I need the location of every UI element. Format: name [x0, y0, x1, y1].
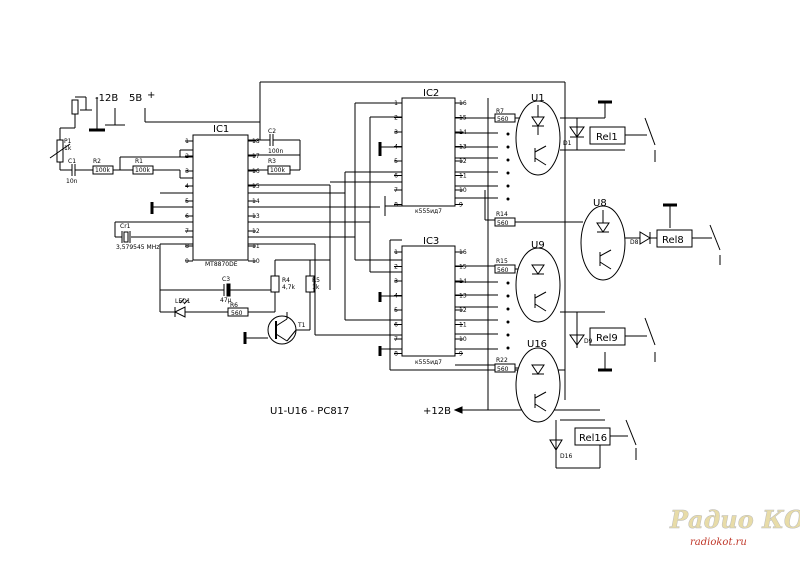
r6-name: R6 [230, 302, 238, 309]
c1-name: C1 [68, 158, 76, 165]
r22-name: R22 [496, 357, 508, 364]
cr1-crystal [121, 231, 131, 243]
t1-name: T1 [297, 322, 306, 329]
ic3-name: IC3 [423, 236, 439, 247]
r3-resistor [248, 154, 300, 175]
plus5v-label: 5В [129, 93, 142, 104]
r14-name: R14 [496, 211, 508, 218]
rel16-relay [549, 419, 637, 469]
rel16-name: Rel16 [579, 433, 607, 444]
rel8-name: Rel8 [662, 235, 684, 246]
rel8-relay [625, 203, 721, 265]
r5-resistor [296, 260, 315, 331]
c3-value: 47µ [220, 297, 232, 304]
u1-name: U1 [531, 93, 545, 104]
ic2-name: IC2 [423, 88, 439, 99]
c2-name: C2 [268, 128, 276, 135]
ic1-data-bus [248, 184, 380, 335]
r2-resistor [92, 165, 133, 175]
p1-potentiometer [49, 139, 71, 171]
r4-value: 4,7k [282, 284, 296, 291]
r6-resistor [227, 307, 275, 317]
ic3-chip [401, 245, 456, 357]
r3-value: 100k [270, 167, 285, 174]
r1-value: 100k [135, 167, 150, 174]
r14-resistor [494, 217, 583, 227]
u8-name: U8 [593, 198, 607, 209]
led1-diode [160, 298, 228, 318]
plus5v-rail [144, 81, 566, 400]
watermark-site: radiokot.ru [690, 537, 747, 548]
r1-resistor [119, 149, 193, 179]
u16-optocoupler [515, 347, 561, 423]
u9-name: U9 [531, 240, 545, 251]
r6-value: 560 [231, 310, 243, 317]
cr1-value: 3,579545 MHz [116, 244, 159, 251]
ic1-ground-lines [114, 192, 193, 312]
r2-value: 100k [95, 167, 110, 174]
r22-value: 560 [497, 366, 509, 373]
r7-value: 560 [497, 116, 509, 123]
c1-capacitor [70, 164, 93, 176]
decoder-output-wiring [455, 98, 600, 411]
channel-ellipsis-dots [506, 132, 510, 350]
decoder-input-wiring [315, 102, 565, 371]
r5-name: R5 [312, 277, 320, 284]
minus12v-jack [59, 96, 125, 170]
r5-value: 1k [312, 284, 320, 291]
led1-name: LED1 [175, 298, 191, 305]
d9-name: D9 [584, 338, 593, 345]
d16-name: D16 [560, 453, 572, 460]
p1-value: 1k [64, 145, 72, 152]
r3-name: R3 [268, 158, 276, 165]
t1-transistor [243, 312, 297, 345]
plus12v-label: +12В [423, 406, 451, 417]
u8-optocoupler [580, 205, 626, 281]
ic3-part: к555ид7 [415, 359, 442, 366]
p1-name: P1 [64, 138, 72, 145]
rel9-relay [560, 311, 656, 372]
r14-value: 560 [497, 220, 509, 227]
r7-name: R7 [496, 108, 504, 115]
u9-optocoupler [515, 247, 561, 323]
d8-name: D8 [630, 239, 639, 246]
r15-value: 560 [497, 267, 509, 274]
ic1-part: MT8870DE [205, 261, 238, 268]
rel1-name: Rel1 [596, 132, 618, 143]
rel1-relay [560, 100, 656, 162]
ic2-chip [401, 97, 456, 207]
watermark-logo: Радио КОТ [669, 505, 800, 534]
c1-value: 10n [66, 178, 78, 185]
plus5v-sign: + [147, 90, 155, 101]
u1-optocoupler [515, 100, 561, 176]
r2-name: R2 [93, 158, 101, 165]
c2-value: 100n [268, 148, 283, 155]
r1-name: R1 [135, 158, 143, 165]
ic2-part: к555ид7 [415, 208, 442, 215]
caption-text: U1-U16 - PC817 [270, 406, 349, 417]
u16-name: U16 [527, 339, 547, 350]
minus12v-label: -12В [95, 93, 118, 104]
c3-name: C3 [222, 276, 230, 283]
c3-capacitor [160, 283, 275, 297]
r4-name: R4 [282, 277, 290, 284]
r4-resistor [270, 259, 330, 312]
cr1-name: Cr1 [120, 223, 131, 230]
d1-name: D1 [563, 140, 572, 147]
ic1-name: IC1 [213, 124, 229, 135]
plus12v-arrow [453, 406, 463, 414]
ic1-chip [192, 134, 249, 261]
rel9-name: Rel9 [596, 333, 618, 344]
r15-name: R15 [496, 258, 508, 265]
